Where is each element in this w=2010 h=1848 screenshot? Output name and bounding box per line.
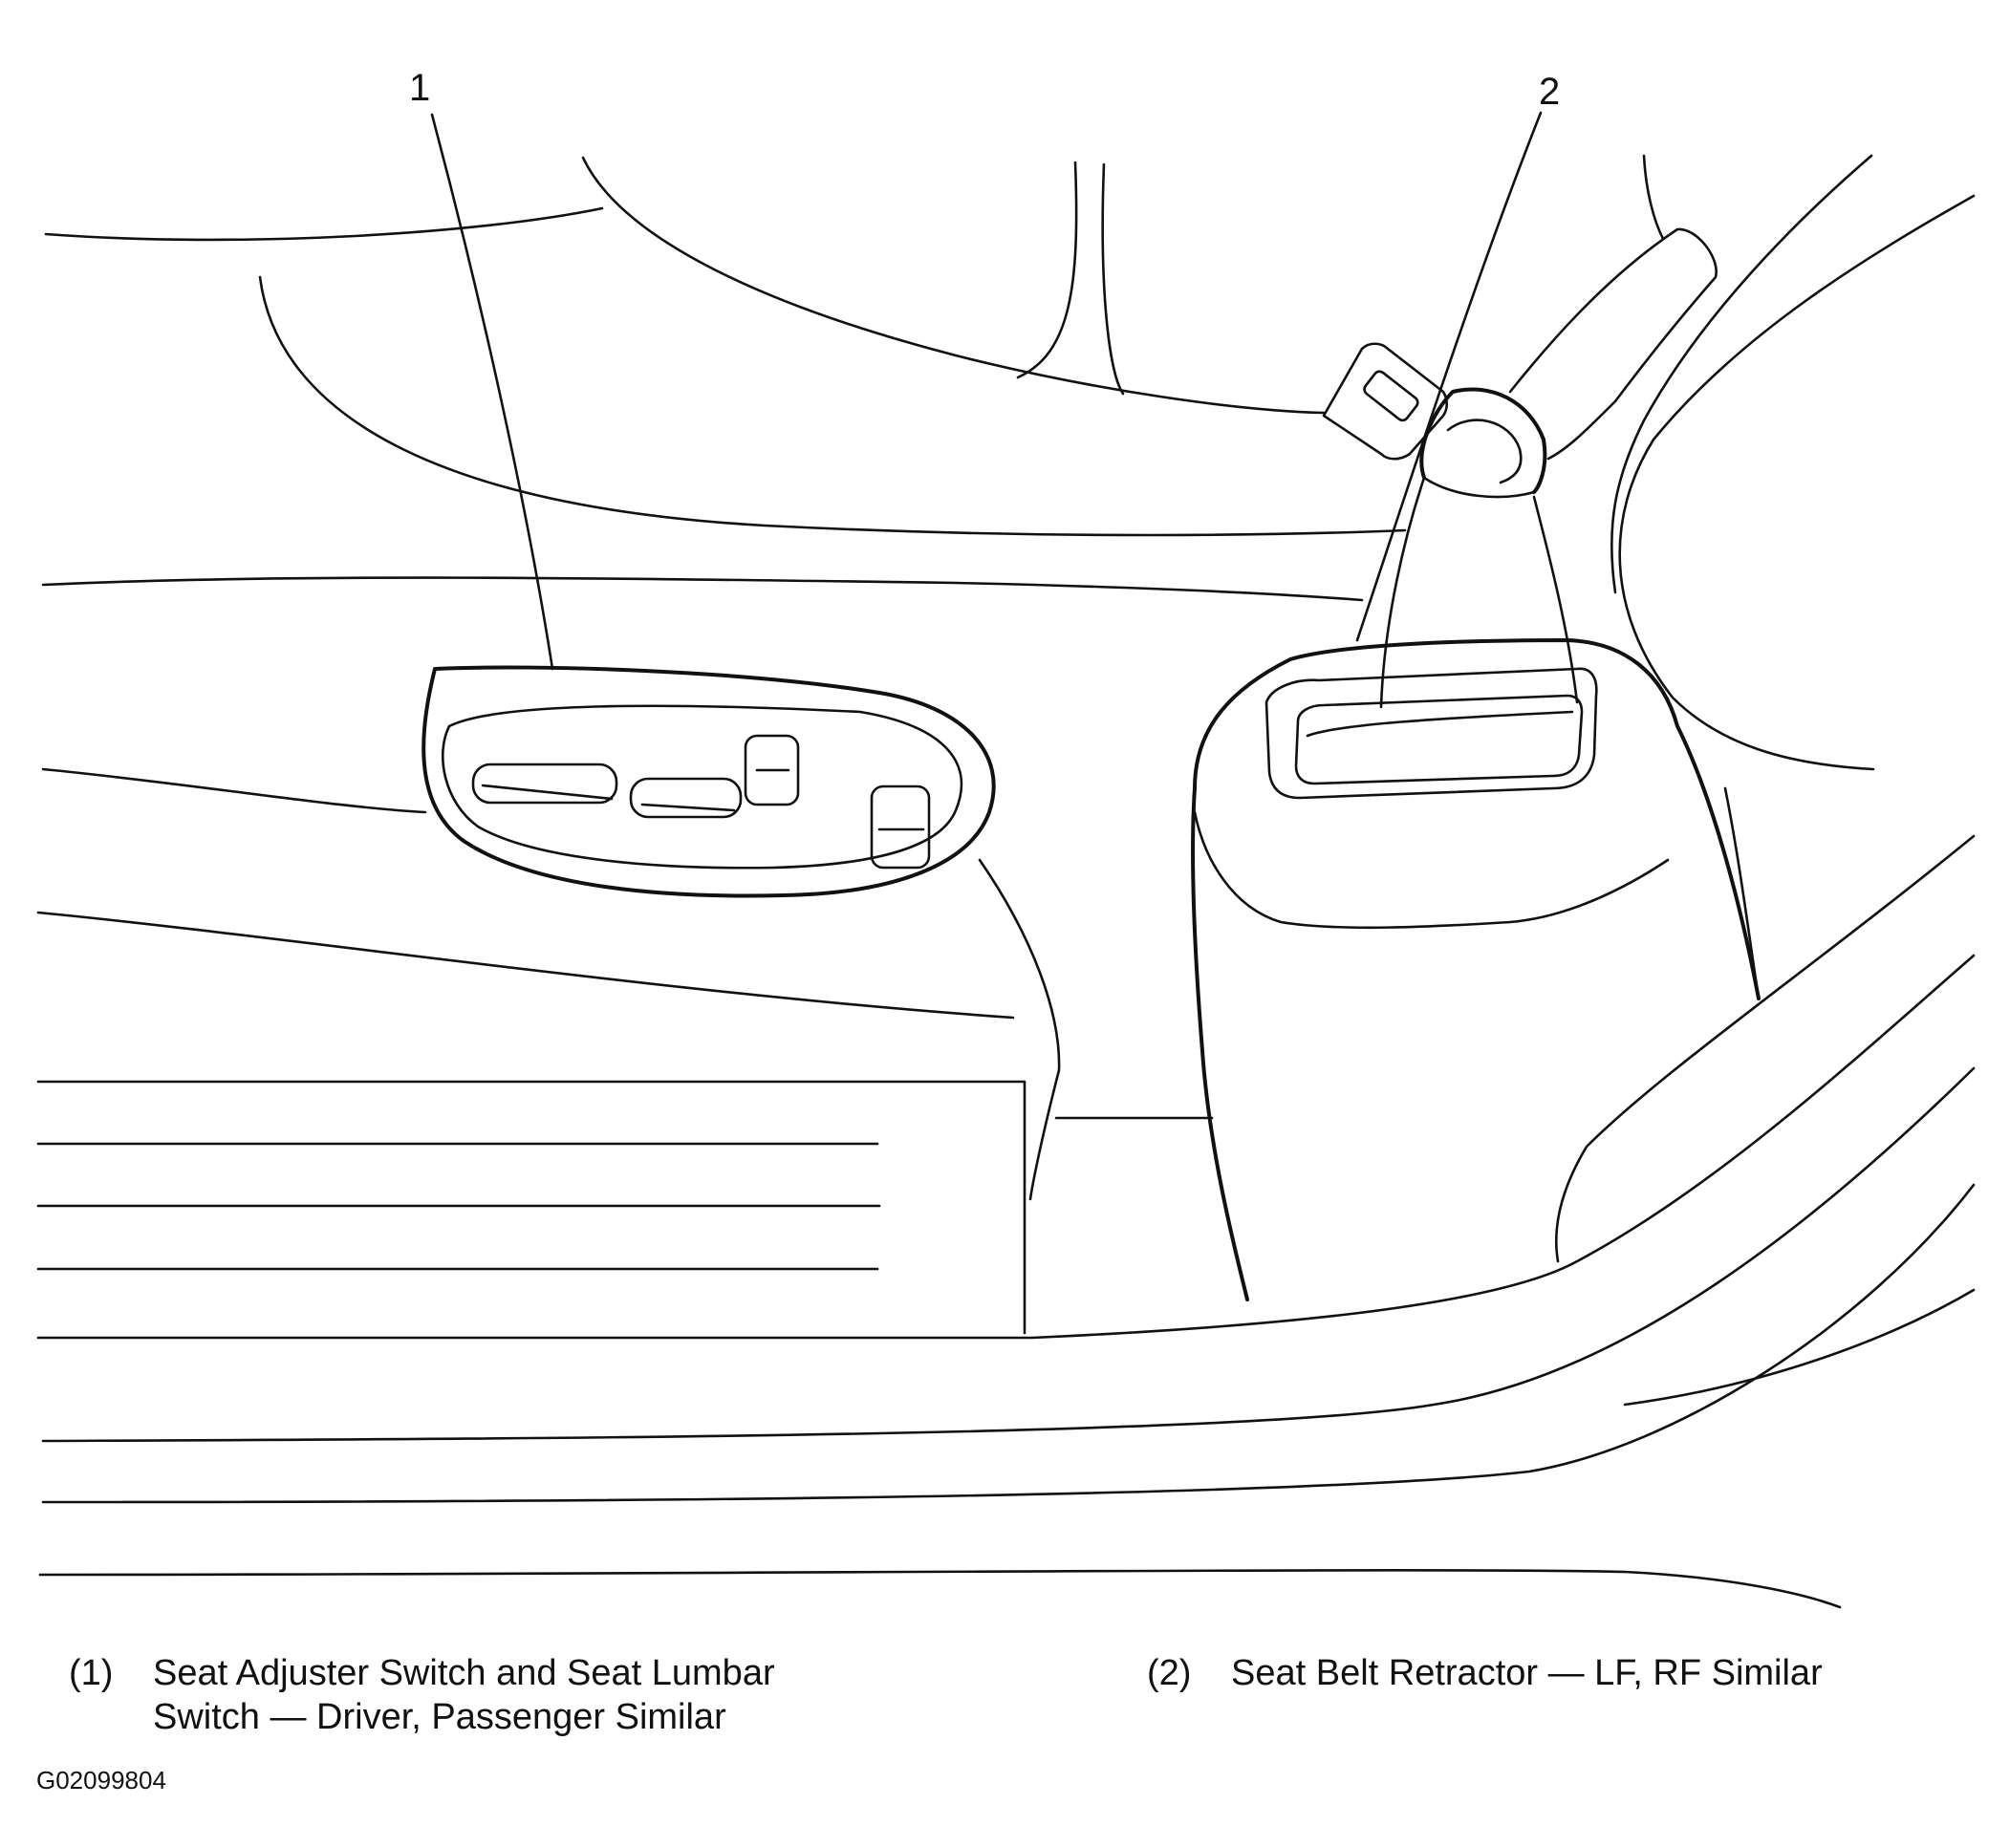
seat-adjuster-switch-3 [744,734,800,806]
seat-belt-webbing-right [1532,495,1579,704]
pillar-line-3 [1618,194,1976,771]
seat-belt-webbing-top [1422,476,1536,499]
rocker-line-1 [36,954,1976,1340]
retractor-slot-outer [1264,667,1598,800]
figure-id: G02099804 [36,1766,166,1794]
retractor-housing-face [1193,810,1670,930]
retractor-slot-inner [1294,694,1584,785]
retractor-housing-outer [1193,638,1761,1000]
headrest-post-left [1016,161,1078,379]
rocker-line-3 [41,1183,1976,1504]
seat-belt-upper-strap-edge [1546,399,1617,461]
callout-number-2: 2 [1539,71,1561,113]
callout-1-leader [430,113,554,671]
seat-belt-webbing-left [1379,476,1426,709]
seat-belt-guide-ring [1446,419,1523,484]
lumbar-switch [870,784,931,870]
panel-top-edge [36,1080,1027,1335]
pillar-line-2 [1610,154,1873,594]
pillar-line-4 [1723,786,1761,1000]
retractor-housing-left-edge [1191,786,1249,1301]
seat-contour-top-arc [581,156,1326,415]
rocker-line-2 [41,1066,1976,1443]
seat-adjuster-switch-2 [629,777,743,819]
pillar-line-1 [1642,154,1665,241]
seat-belt-guide [1419,387,1547,494]
switch-bezel [421,665,996,898]
retractor-slot-lip [1306,710,1574,738]
seat-belt-latch-slot [1363,370,1419,422]
seat-contour-top-left [44,206,604,242]
legend-item-1-line-2: Switch — Driver, Passenger Similar [153,1697,726,1737]
seat-adjuster-switch-2-mark [640,803,736,812]
legend-item-2-number: (2) [1147,1653,1192,1693]
seat-adjuster-switch-1 [471,763,618,805]
seat-adjuster-switch-1-mark [481,784,614,801]
seat-contour-left-arc [258,275,1407,537]
seat-belt-latch-plate [1322,342,1449,461]
rocker-line-5 [38,1569,1842,1609]
legend-item-2: (2) Seat Belt Retractor — LF, RF Similar [1147,1651,1988,1699]
seat-belt-upper-strap [1508,227,1718,403]
cushion-contour-3 [978,858,1061,1201]
pillar-line-5 [1555,834,1976,1263]
cushion-contour-1 [41,767,427,814]
seat-contour-mid [41,576,1364,602]
switch-bezel-inner [442,704,963,870]
legend-item-1: (1) Seat Adjuster Switch and Seat Lumbar… [69,1651,929,1747]
headrest-post-right [1101,162,1125,396]
rocker-line-4 [1623,1288,1976,1407]
cushion-contour-2 [36,911,1015,1020]
callout-2-leader [1355,111,1543,642]
legend-item-1-line-1: Seat Adjuster Switch and Seat Lumbar [153,1653,775,1693]
legend-item-1-number: (1) [69,1653,114,1693]
callout-number-1: 1 [409,67,431,109]
legend-item-2-line-1: Seat Belt Retractor — LF, RF Similar [1231,1653,1823,1693]
